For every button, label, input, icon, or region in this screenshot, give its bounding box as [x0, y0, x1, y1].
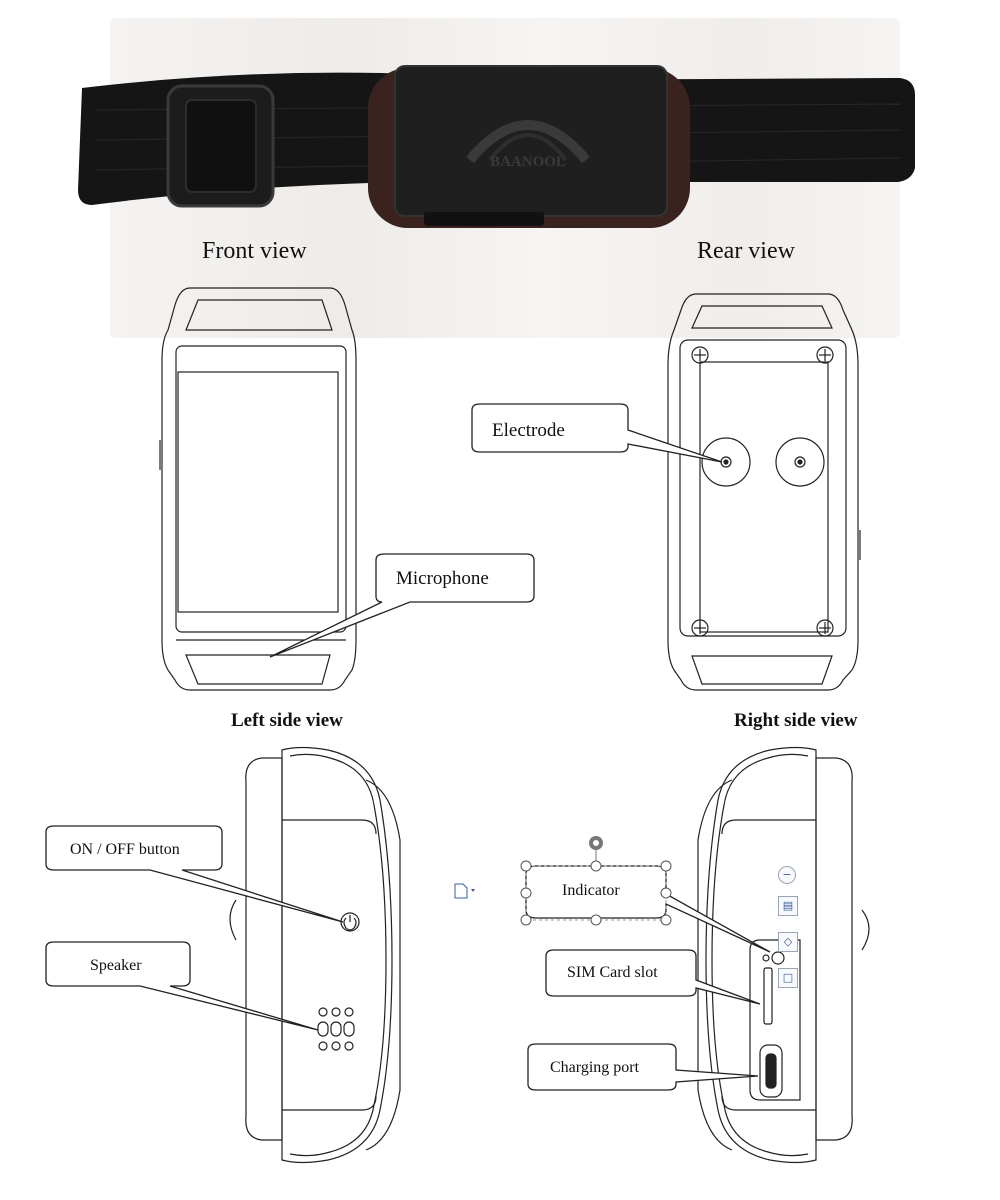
rear-view-title: Rear view: [697, 238, 795, 264]
right-side-view-title: Right side view: [734, 710, 858, 731]
electrode-icon: [701, 437, 751, 487]
left-side-view-title: Left side view: [231, 710, 343, 731]
rear-view-drawing: [667, 293, 861, 691]
callout-electrode: [471, 403, 723, 463]
document-icon[interactable]: [454, 883, 475, 899]
sim-slot-icon: [763, 967, 773, 1025]
usb-port-icon: [759, 1044, 783, 1098]
rotate-handle-icon[interactable]: [589, 836, 603, 861]
strap-buckle: [166, 84, 275, 208]
right-side-drawing: [697, 746, 870, 1164]
screw-icon: [691, 346, 709, 364]
brand-logo: BAANOOL: [490, 154, 566, 170]
power-button-icon: [340, 912, 360, 932]
screw-icon: [691, 619, 709, 637]
speaker-label: Speaker: [90, 957, 142, 974]
outline-icon[interactable]: □: [778, 968, 798, 988]
sim-card-slot-label: SIM Card slot: [567, 964, 658, 981]
collar-device: BAANOOL: [368, 65, 690, 228]
indicator-label[interactable]: Indicator: [562, 882, 620, 899]
front-view-drawing: [159, 287, 357, 691]
callout-charging-port: [527, 1043, 759, 1091]
on-off-button-label: ON / OFF button: [70, 841, 180, 858]
screw-icon: [816, 619, 834, 637]
indicator-led-icon: [762, 951, 785, 965]
callout-sim-slot: [545, 949, 761, 1005]
screw-icon: [816, 346, 834, 364]
left-side-drawing: [229, 746, 401, 1164]
speaker-grille-icon: [317, 1007, 355, 1051]
callout-indicator: [525, 865, 771, 953]
front-view-title: Front view: [202, 238, 307, 264]
layout-options-icon[interactable]: ▤: [778, 896, 798, 916]
callout-on-off: [45, 825, 344, 923]
zoom-out-icon[interactable]: −: [778, 866, 796, 884]
resize-handles[interactable]: [520, 860, 672, 926]
microphone-label: Microphone: [396, 568, 489, 589]
electrode-icon: [775, 437, 825, 487]
fill-icon[interactable]: ◇: [778, 932, 798, 952]
electrode-label: Electrode: [492, 420, 565, 441]
charging-port-label: Charging port: [550, 1059, 640, 1076]
callout-speaker: [45, 941, 319, 1031]
callout-microphone: [269, 553, 535, 658]
